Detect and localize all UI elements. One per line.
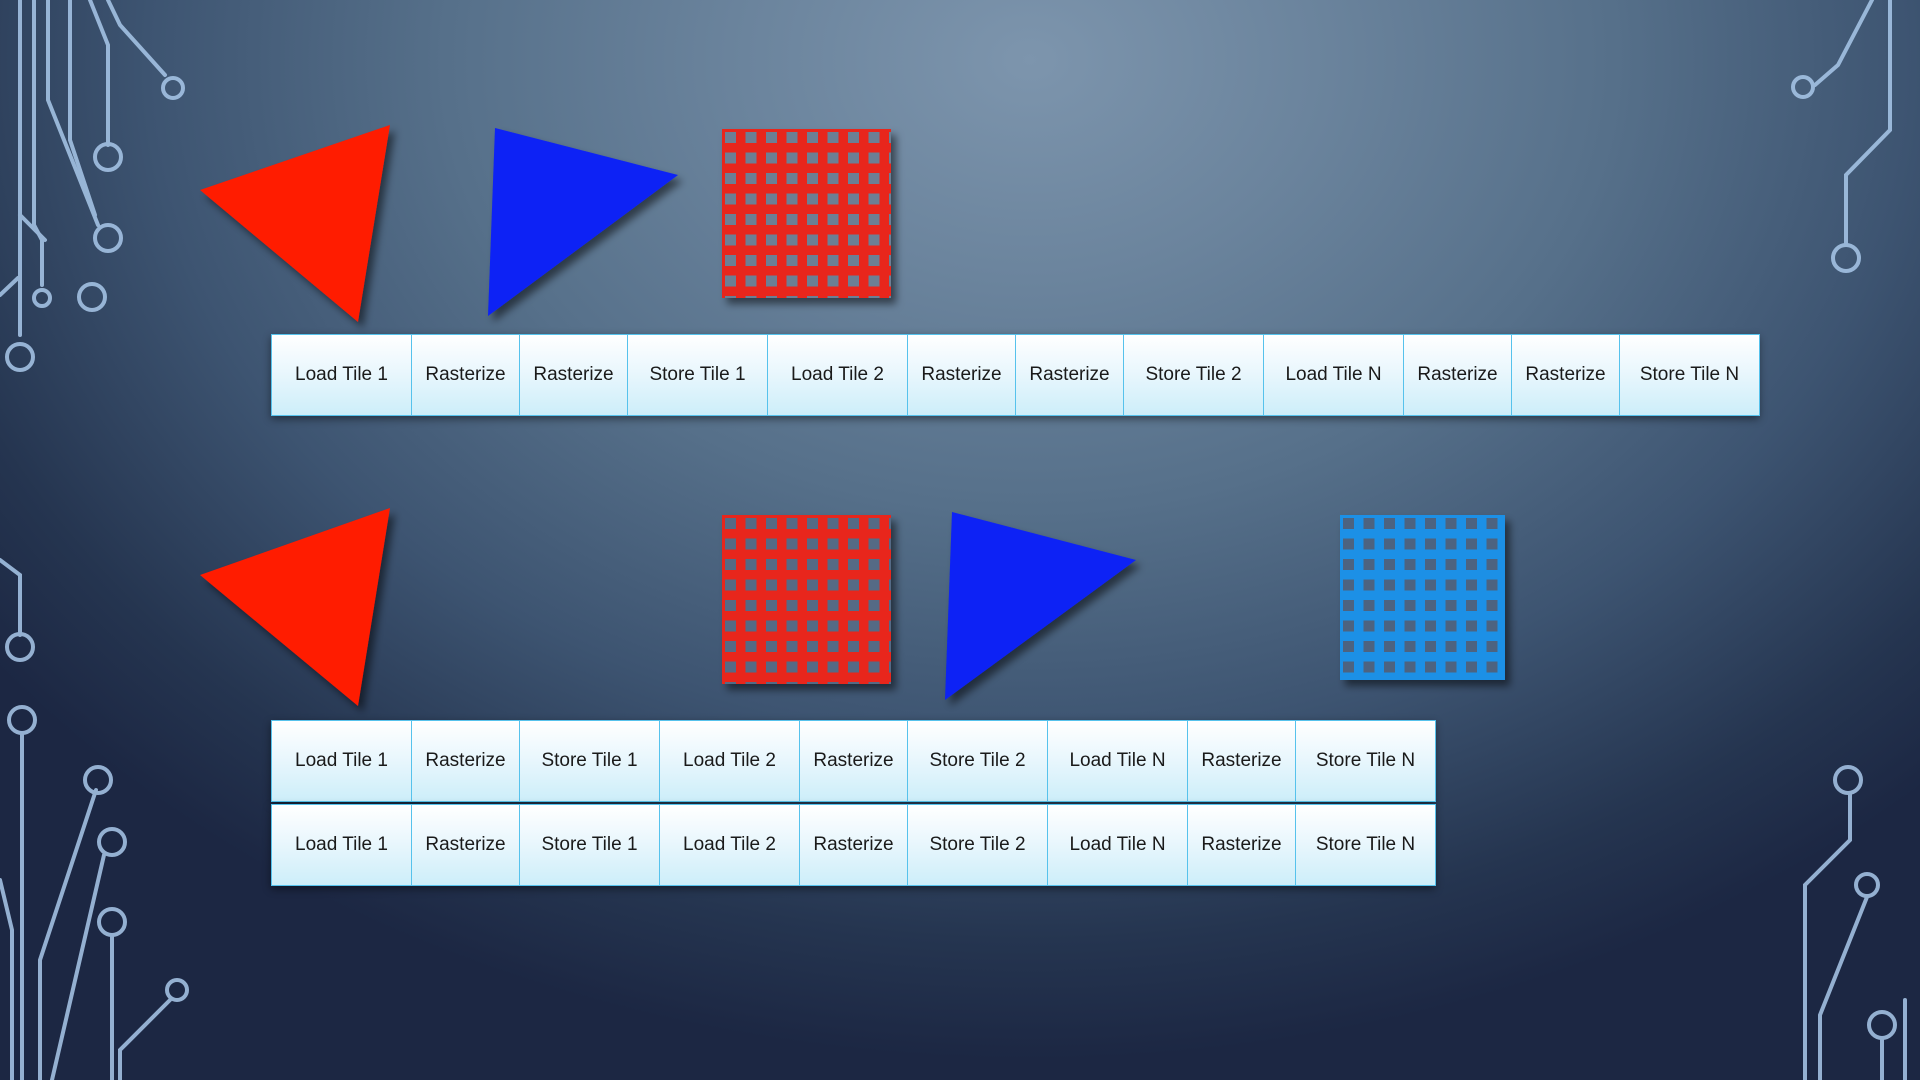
- pipeline-cell: Rasterize: [799, 720, 908, 802]
- red-tile-grid-icon: [722, 515, 891, 684]
- blue-tile-grid-icon: [1340, 515, 1505, 680]
- pipeline-cell: Rasterize: [1403, 334, 1512, 416]
- blue-triangle-icon: [488, 128, 678, 316]
- pipeline-cell: Load Tile 2: [767, 334, 908, 416]
- pipeline-cell: Load Tile N: [1047, 804, 1188, 886]
- pipeline-cell: Load Tile N: [1047, 720, 1188, 802]
- parallel-pipeline-row-b: Load Tile 1 Rasterize Store Tile 1 Load …: [271, 804, 1436, 886]
- pipeline-cell: Rasterize: [1015, 334, 1124, 416]
- pipeline-cell: Store Tile N: [1295, 720, 1436, 802]
- sequential-pipeline-strip: Load Tile 1 Rasterize Rasterize Store Ti…: [271, 334, 1760, 416]
- pipeline-cell: Rasterize: [1511, 334, 1620, 416]
- red-triangle-icon: [200, 125, 390, 322]
- pipeline-cell: Store Tile N: [1295, 804, 1436, 886]
- pipeline-cell: Load Tile N: [1263, 334, 1404, 416]
- pipeline-cell: Store Tile 1: [519, 804, 660, 886]
- pipeline-cell: Rasterize: [1187, 804, 1296, 886]
- pipeline-cell: Load Tile 2: [659, 720, 800, 802]
- pipeline-cell: Rasterize: [411, 334, 520, 416]
- parallel-pipeline-row-a: Load Tile 1 Rasterize Store Tile 1 Load …: [271, 720, 1436, 802]
- pipeline-cell: Store Tile 2: [907, 804, 1048, 886]
- pipeline-cell: Load Tile 2: [659, 804, 800, 886]
- pipeline-cell: Store Tile 1: [519, 720, 660, 802]
- pipeline-cell: Store Tile N: [1619, 334, 1760, 416]
- pipeline-cell: Load Tile 1: [271, 804, 412, 886]
- pipeline-cell: Store Tile 2: [907, 720, 1048, 802]
- pipeline-cell: Rasterize: [411, 804, 520, 886]
- red-triangle-icon: [200, 508, 390, 706]
- pipeline-cell: Rasterize: [799, 804, 908, 886]
- pipeline-cell: Load Tile 1: [271, 720, 412, 802]
- pipeline-cell: Rasterize: [411, 720, 520, 802]
- pipeline-cell: Rasterize: [519, 334, 628, 416]
- pipeline-cell: Load Tile 1: [271, 334, 412, 416]
- blue-triangle-icon: [945, 512, 1136, 700]
- red-tile-grid-icon: [722, 129, 891, 298]
- pipeline-cell: Store Tile 1: [627, 334, 768, 416]
- pipeline-cell: Rasterize: [907, 334, 1016, 416]
- pipeline-cell: Rasterize: [1187, 720, 1296, 802]
- pipeline-cell: Store Tile 2: [1123, 334, 1264, 416]
